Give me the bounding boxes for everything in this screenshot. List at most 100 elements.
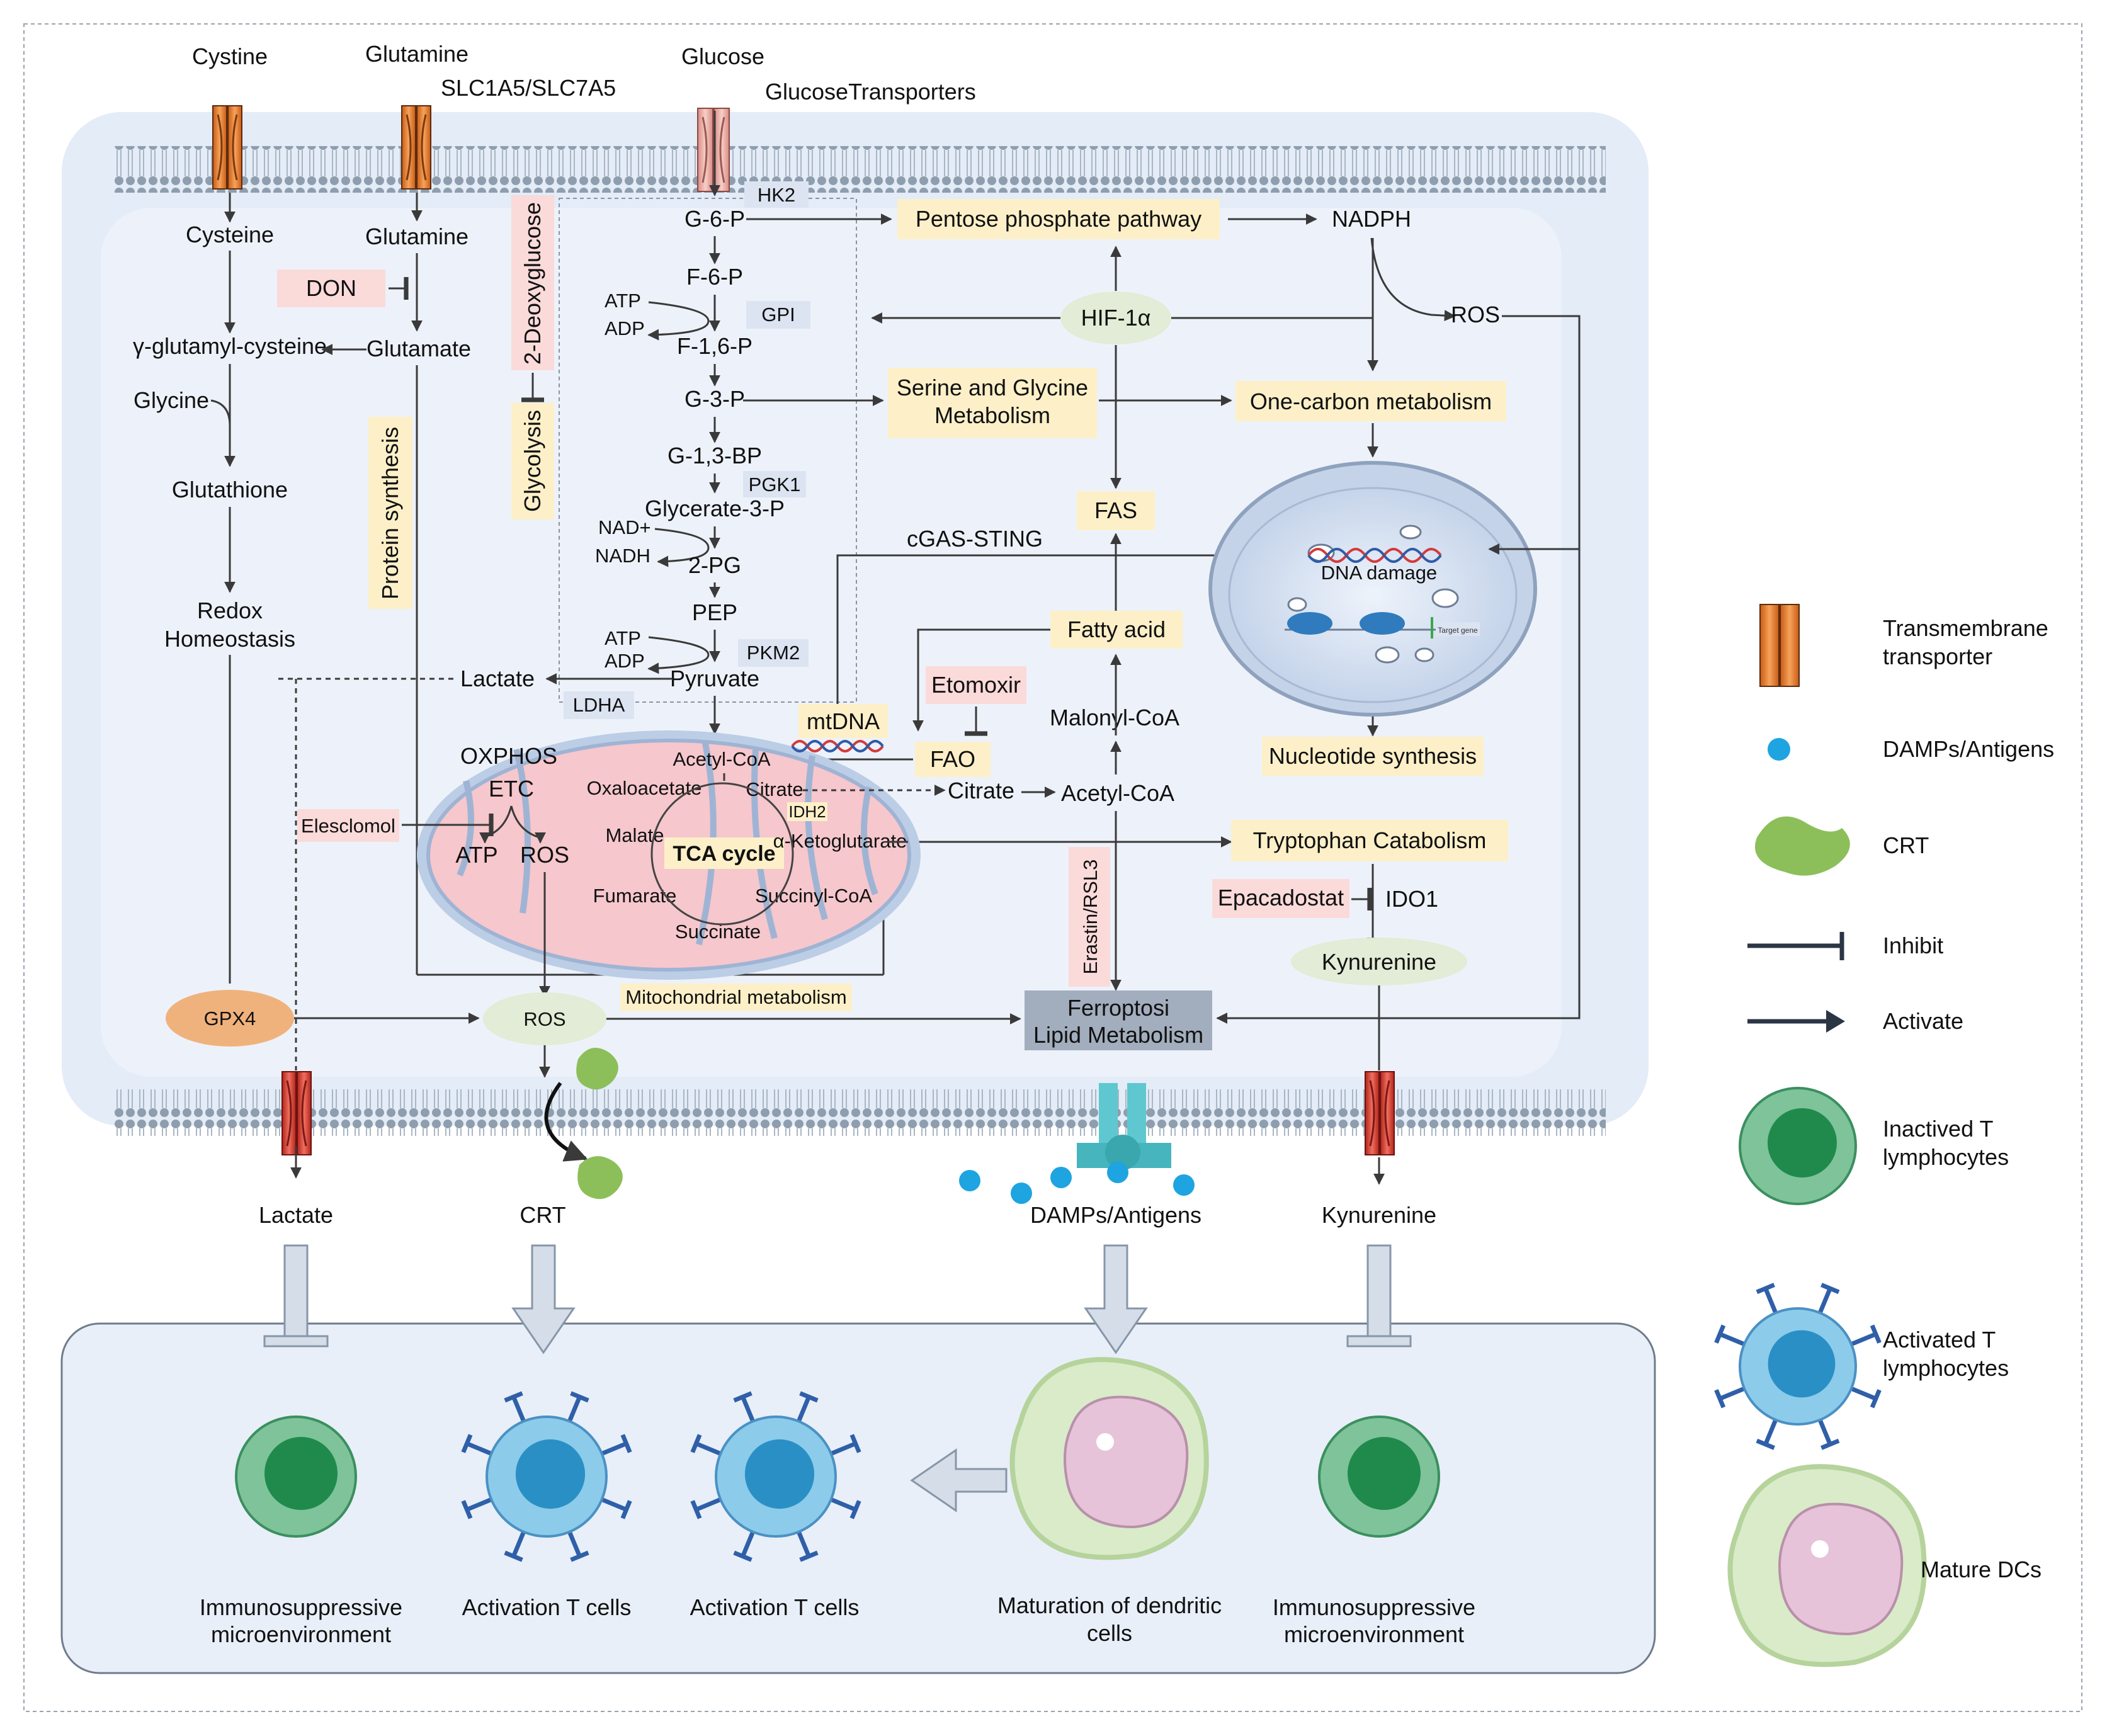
- erastin-box: [1069, 847, 1110, 987]
- legend-dcs-label: Mature DCs: [1921, 1557, 2042, 1582]
- legend-activate-label: Activate: [1883, 1008, 1963, 1034]
- dna-damage-label: DNA damage: [1321, 562, 1437, 584]
- pkm2-box: [738, 639, 809, 667]
- outcome-immuno-2a: Immunosuppressive: [1273, 1594, 1475, 1620]
- kynurenine-node-label: Kynurenine: [1322, 949, 1436, 975]
- redox-label-1: Redox: [197, 598, 263, 623]
- glycerate3p-label: Glycerate-3-P: [645, 496, 785, 521]
- glucose-transporters-label: GlucoseTransporters: [765, 79, 976, 105]
- lactate-inhibit-arrow: [263, 1244, 329, 1347]
- idh2-label: IDH2: [788, 802, 826, 821]
- mito-metabolism-label: Mitochondrial metabolism: [625, 986, 846, 1008]
- ppp-label: Pentose phosphate pathway: [916, 206, 1201, 232]
- glutathione-label: Glutathione: [172, 477, 288, 502]
- serine-label-1: Serine and Glycine: [897, 375, 1088, 400]
- outcome-immuno-1b: microenvironment: [211, 1621, 391, 1647]
- legend-dendritic-icon: [1727, 1464, 1927, 1667]
- erastin-label: Erastin/RSL3: [1079, 859, 1101, 975]
- legend-damps-icon: [1768, 738, 1790, 761]
- outcome-immuno-2b: microenvironment: [1284, 1621, 1464, 1647]
- deoxyglucose-label: 2-Deoxyglucose: [520, 202, 545, 365]
- ido1-label: IDO1: [1385, 886, 1438, 912]
- kynurenine-inhibit-arrow: [1346, 1244, 1412, 1347]
- mtdna-box: [798, 704, 888, 738]
- cystine-transporter-icon: [212, 105, 242, 190]
- damps-dot-1: [959, 1170, 980, 1191]
- fao-label: FAO: [930, 746, 975, 772]
- hk2-label: HK2: [758, 184, 795, 206]
- tca-box: [664, 837, 784, 869]
- dendritic-cell-icon: [1009, 1357, 1209, 1560]
- crt-out-label: CRT: [520, 1202, 565, 1228]
- pgk1-label: PGK1: [749, 474, 801, 496]
- nad-label: NAD+: [598, 516, 651, 538]
- serine-box: [888, 368, 1097, 438]
- hif-node: [1060, 292, 1171, 344]
- etomoxir-box: [926, 666, 1026, 704]
- active-tcell-1-icon: [461, 1391, 632, 1562]
- ferroptosis-label-2: Lipid Metabolism: [1033, 1022, 1203, 1048]
- lactate-transporter-icon: [281, 1071, 312, 1155]
- pgk1-box: [743, 471, 806, 497]
- outcome-maturation-1: Maturation of dendritic: [997, 1592, 1222, 1618]
- dc-to-tcell-arrow: [910, 1448, 1008, 1512]
- fas-label: FAS: [1094, 497, 1137, 523]
- g3p-label: G-3-P: [684, 386, 745, 412]
- ros-lower-label: ROS: [523, 1008, 565, 1030]
- lactate-out-label: Lactate: [259, 1202, 333, 1228]
- crt-icon-bottom: [577, 1156, 623, 1200]
- g6p-label: G-6-P: [684, 206, 745, 232]
- nucleotide-box: [1262, 737, 1484, 776]
- outcome-activation-2: Activation T cells: [690, 1594, 860, 1620]
- acetyl-coa-right-label: Acetyl-CoA: [1061, 780, 1174, 806]
- citrate-right-label: Citrate: [948, 778, 1014, 803]
- one-carbon-box: [1235, 381, 1506, 421]
- hif-label: HIF-1α: [1081, 305, 1151, 331]
- fatty-acid-label: Fatty acid: [1067, 616, 1166, 642]
- mito-atp-label: ATP: [455, 842, 497, 868]
- outcome-panel: [60, 1322, 1656, 1674]
- glycine-label: Glycine: [133, 387, 209, 413]
- protein-synthesis-label: Protein synthesis: [377, 427, 403, 599]
- acetyl-coa-mito-label: Acetyl-CoA: [673, 748, 770, 770]
- atp1-label: ATP: [605, 290, 641, 312]
- fatty-acid-box: [1050, 611, 1183, 649]
- lactate-label: Lactate: [460, 666, 535, 691]
- kynurenine-transporter-icon: [1365, 1071, 1395, 1155]
- legend-transporter-2: transporter: [1883, 644, 1992, 669]
- fao-box: [915, 742, 991, 777]
- outcome-maturation-2: cells: [1087, 1620, 1132, 1646]
- malate-label: Malate: [605, 824, 664, 846]
- etomoxir-label: Etomoxir: [931, 672, 1021, 698]
- fumarate-label: Fumarate: [593, 885, 677, 907]
- citrate-mito-label: Citrate: [746, 778, 803, 800]
- ros-lower-node: [483, 992, 606, 1045]
- crt-icon-top: [576, 1048, 618, 1090]
- nadh-label: NADH: [595, 545, 650, 567]
- adp2-label: ADP: [605, 650, 645, 672]
- g13bp-label: G-1,3-BP: [667, 443, 762, 468]
- cgas-label: cGAS-STING: [907, 526, 1043, 552]
- deoxyglucose-box: [511, 195, 554, 370]
- legend-inhibit-label: Inhibit: [1883, 933, 1943, 958]
- glutamine-transporter-icon: [401, 105, 431, 190]
- glutamine-in-label: Glutamine: [365, 41, 469, 67]
- top-membrane: [113, 146, 1606, 193]
- glycolysis-frame: [559, 198, 857, 703]
- ros-right-label: ROS: [1451, 302, 1500, 327]
- pep-label: PEP: [692, 599, 737, 625]
- cysteine-label: Cysteine: [186, 222, 274, 247]
- pkm2-label: PKM2: [747, 642, 800, 664]
- damps-receptor-icon: [1077, 1083, 1171, 1170]
- glycolysis-box: [511, 403, 554, 519]
- don-label: DON: [306, 275, 356, 301]
- kynurenine-node: [1291, 938, 1467, 985]
- tryptophan-label: Tryptophan Catabolism: [1253, 827, 1487, 853]
- crt-activate-arrow: [511, 1244, 576, 1354]
- legend-transporter-1: Transmembrane: [1883, 615, 2048, 641]
- mito-metabolism-box: [620, 984, 852, 1011]
- legend-crt-icon: [1755, 816, 1850, 876]
- ferroptosis-box: [1025, 990, 1212, 1050]
- ppp-box: [897, 199, 1220, 239]
